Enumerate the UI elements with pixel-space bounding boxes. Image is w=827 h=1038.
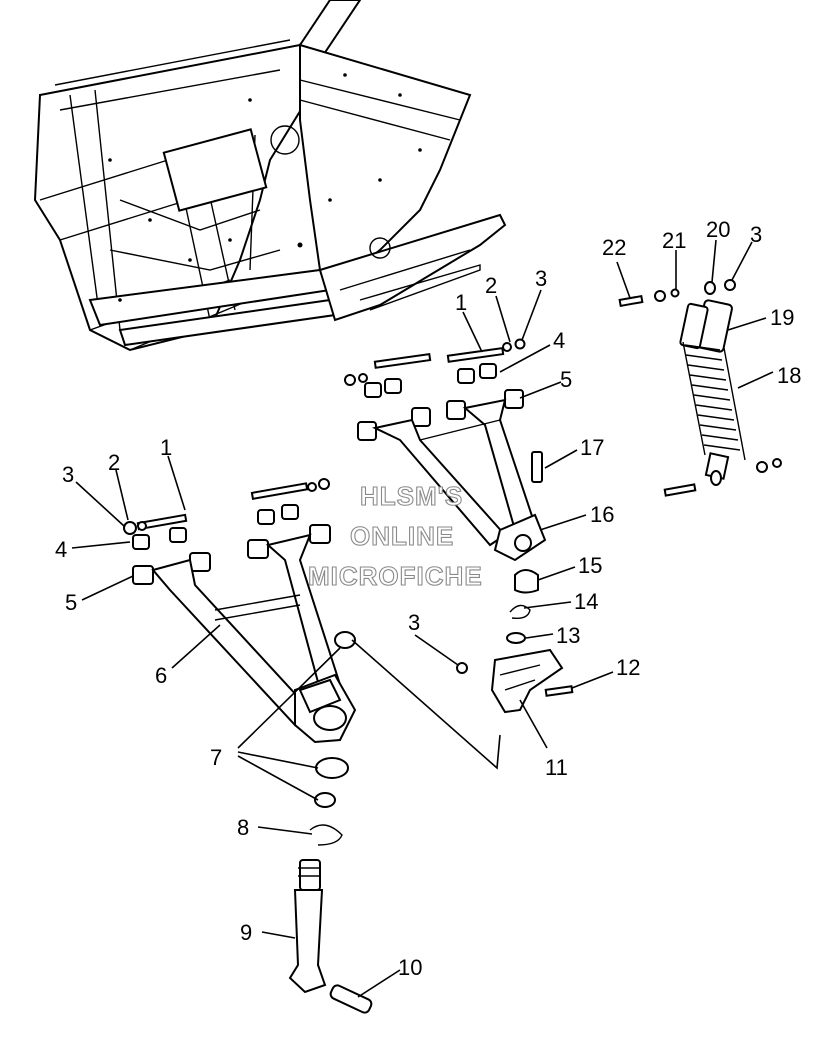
watermark-line-2: ONLINE: [350, 521, 454, 551]
callout-18: 18: [777, 363, 801, 388]
leader-lines: [71, 239, 774, 998]
callout-4-right: 4: [553, 328, 565, 353]
callout-11: 11: [545, 755, 568, 780]
callout-22: 22: [602, 235, 626, 260]
shock-hardware-top: [618, 279, 736, 308]
callout-14: 14: [574, 589, 598, 614]
callout-13: 13: [556, 623, 580, 648]
callout-1-left: 1: [160, 435, 172, 460]
ball-joint-parts: [506, 569, 539, 644]
callout-7: 7: [210, 745, 222, 770]
callout-3-left: 3: [62, 462, 74, 487]
callout-5-left: 5: [65, 590, 77, 615]
shock-hardware-bottom: [663, 458, 782, 497]
callout-3-shock: 3: [750, 222, 762, 247]
upper-a-arm: [344, 338, 547, 562]
callout-3-center: 3: [408, 610, 420, 635]
callout-19: 19: [770, 305, 794, 330]
callout-3-right: 3: [535, 266, 547, 291]
callout-20: 20: [706, 217, 730, 242]
callout-21: 21: [662, 228, 686, 253]
watermark-line-1: HLSM'S: [360, 481, 463, 511]
callout-1-right: 1: [455, 290, 467, 315]
callout-4-left: 4: [55, 537, 67, 562]
callout-17: 17: [580, 435, 604, 460]
callout-6: 6: [155, 663, 167, 688]
frame-assembly: [33, 0, 507, 352]
callout-8: 8: [237, 815, 249, 840]
lower-a-arm: [123, 478, 357, 744]
kingpin-spindle: [288, 859, 373, 1014]
callout-10: 10: [398, 955, 422, 980]
callout-5-right: 5: [560, 367, 572, 392]
callout-16: 16: [590, 502, 614, 527]
watermark: HLSM'S ONLINE MICROFICHE: [307, 480, 483, 591]
callout-15: 15: [578, 553, 602, 578]
shock-absorber: [679, 299, 746, 480]
watermark-line-3: MICROFICHE: [308, 561, 483, 591]
bushings-and-ring: [309, 757, 349, 846]
callout-9: 9: [240, 920, 252, 945]
spindle-bracket: [456, 648, 574, 714]
callout-12: 12: [616, 655, 640, 680]
callout-labels: 1 2 3 4 5 6 7 8 9 10 1 2 3 4 5 17 16 15 …: [55, 217, 801, 980]
callout-2-left: 2: [108, 450, 120, 475]
callout-2-right: 2: [485, 273, 497, 298]
